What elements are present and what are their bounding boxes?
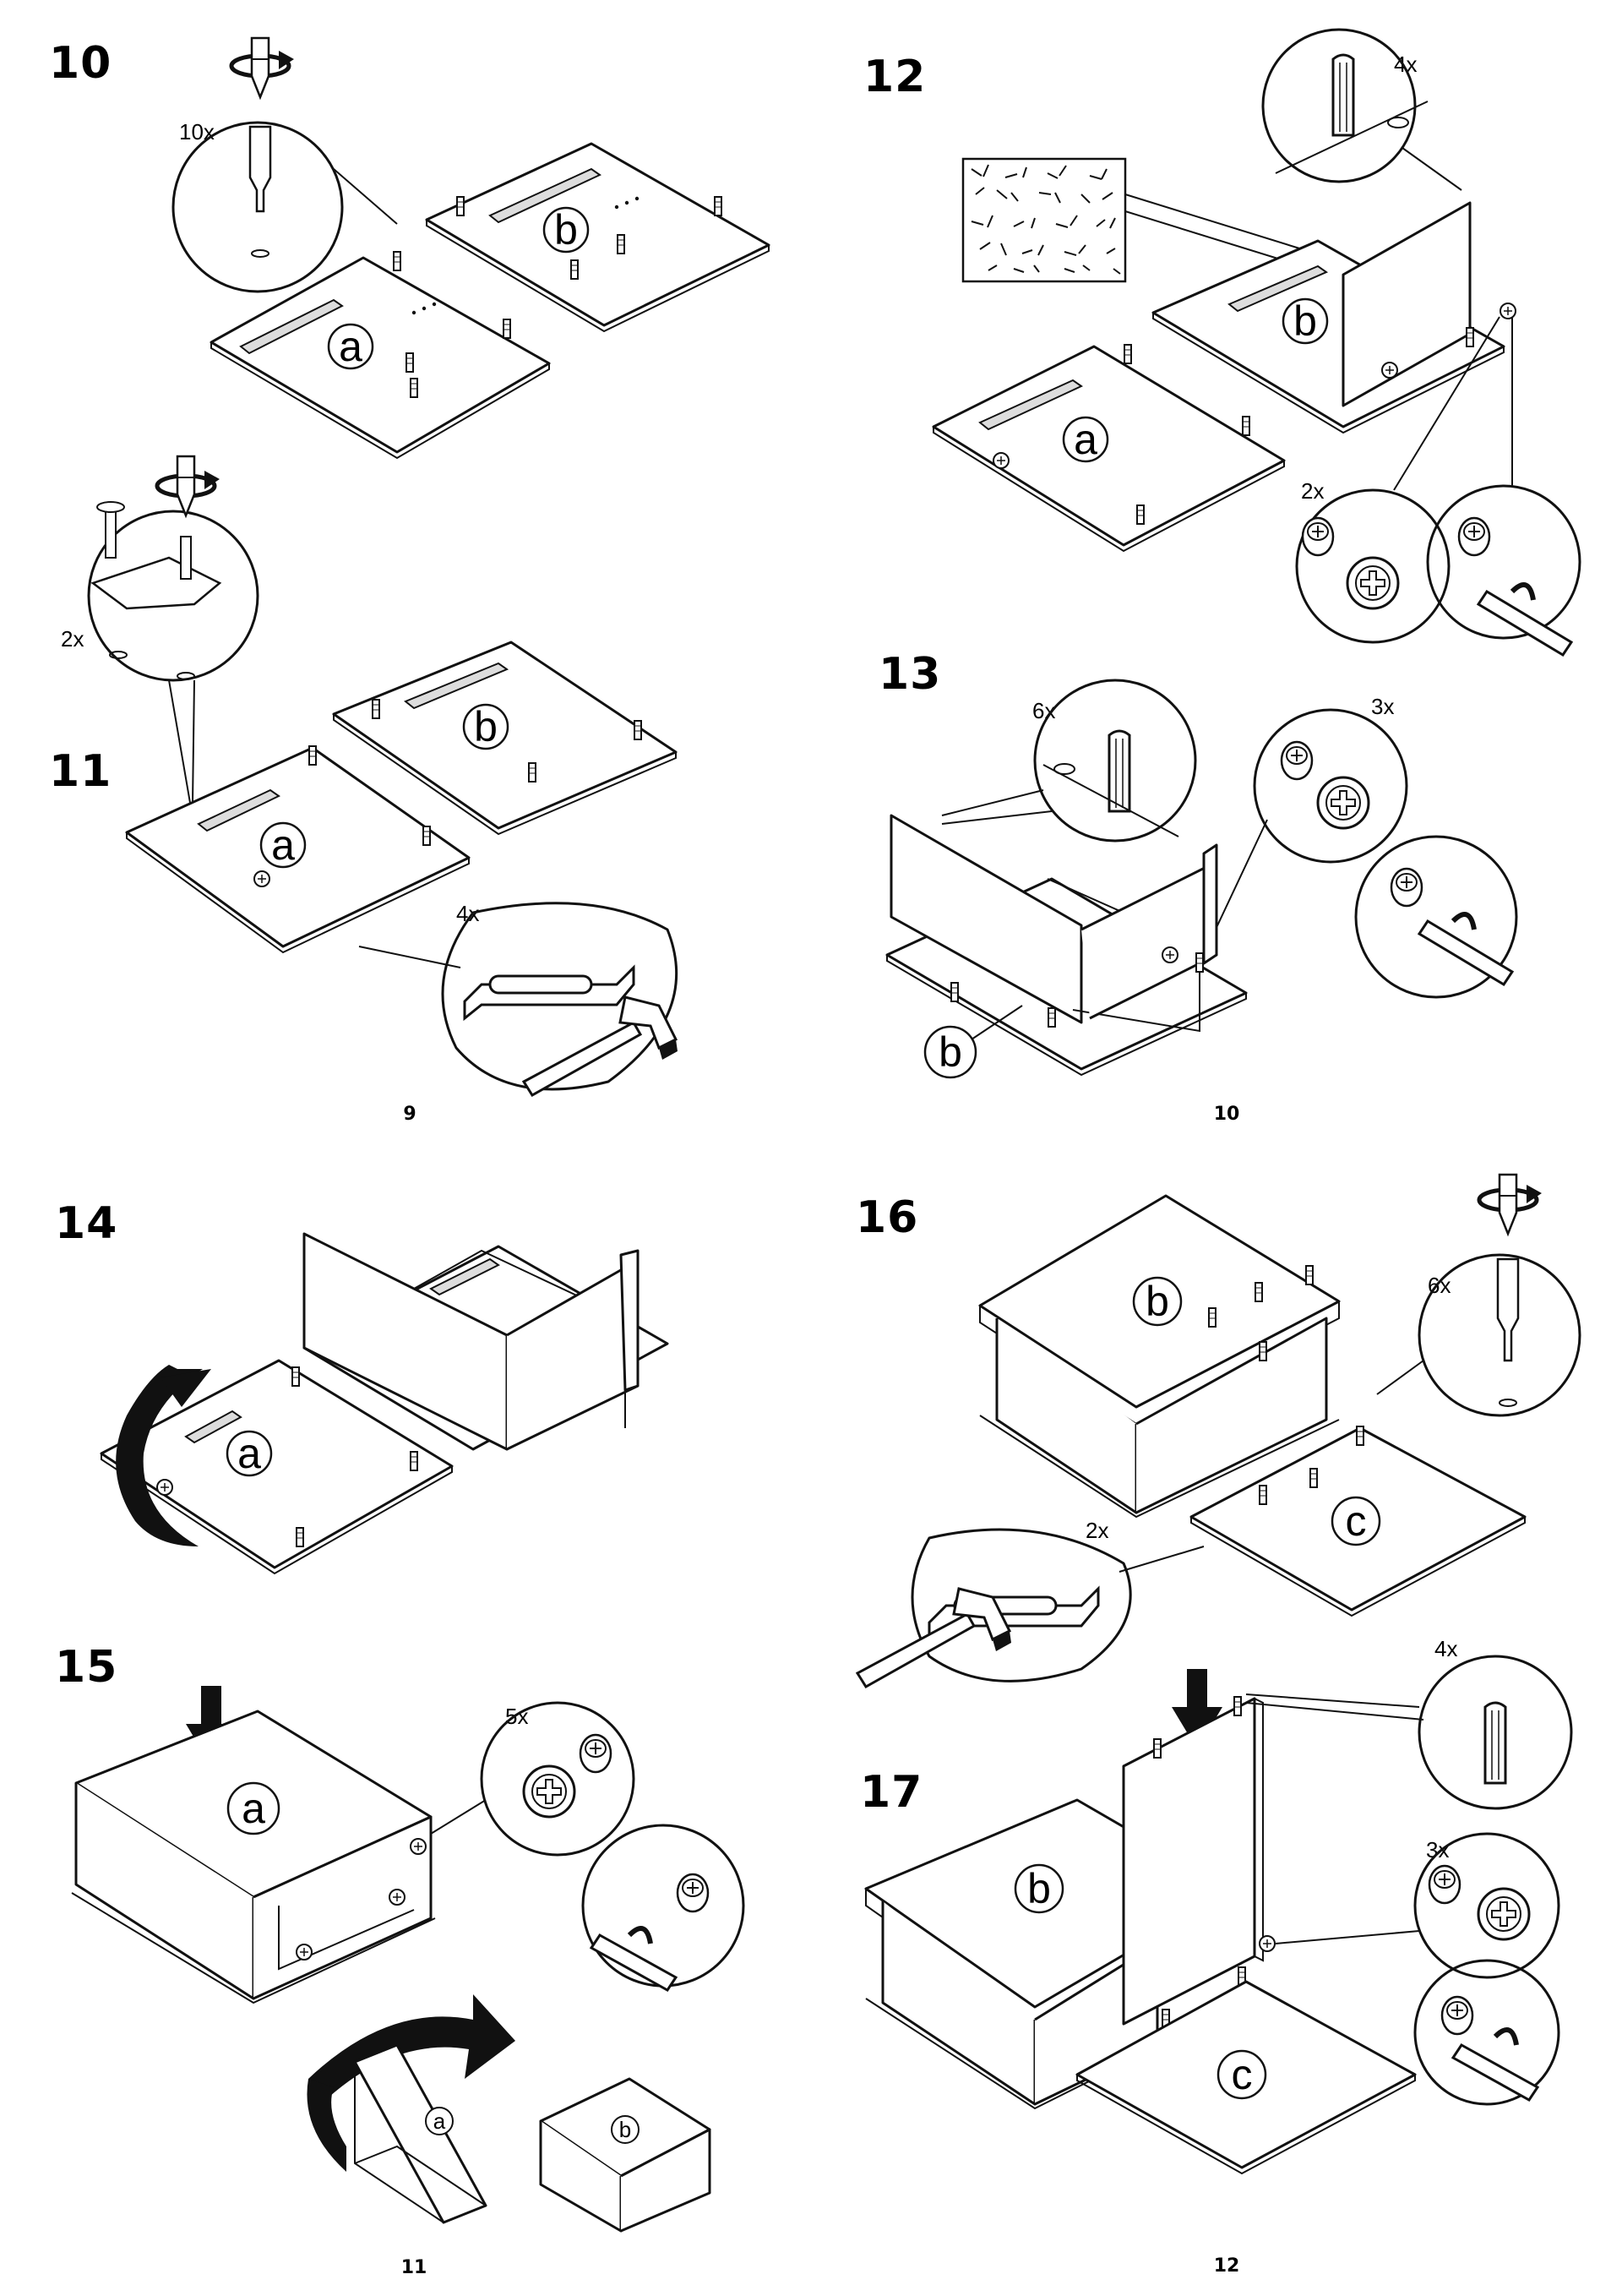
step-10-label-a: a: [339, 323, 362, 370]
step-15-label-b-small: b: [619, 2117, 631, 2142]
step-17-dowel-bubble: [1245, 1655, 1573, 1810]
page-number-9: 9: [403, 1104, 416, 1125]
step-12-label-a: a: [1074, 416, 1097, 463]
step-16-panel-c: c: [1189, 1426, 1527, 1617]
step-13-quantity-cams: 3x: [1371, 694, 1394, 719]
step-12-panel-a: a: [932, 344, 1286, 553]
step-13-label-b: b: [939, 1028, 962, 1076]
page-number-12: 12: [1214, 2255, 1240, 2277]
step-14-number: 14: [55, 1198, 117, 1249]
step-10-panel-a: a: [210, 251, 551, 460]
step-17-panel-c: c: [1075, 1980, 1417, 2175]
step-12-quantity-cams: 2x: [1301, 478, 1324, 504]
step-14-panel-a: a: [100, 1359, 454, 1575]
step-15-label-a: a: [242, 1785, 265, 1832]
step-10-detail-bubble: [171, 36, 398, 293]
step-12-cam-bubbles: [1295, 316, 1581, 657]
step-16-label-b: b: [1146, 1278, 1169, 1325]
step-14-assembly: [302, 1232, 669, 1451]
page-number-10: 10: [1214, 1104, 1240, 1125]
step-17-label-b: b: [1027, 1865, 1051, 1912]
step-11-panel-b: b: [332, 641, 678, 836]
step-16-pad-bubble: [856, 1528, 1205, 1688]
step-17-cam-bubbles: [1275, 1832, 1560, 2106]
step-10-quantity: 10x: [179, 119, 215, 145]
step-10-panel-b: b: [425, 142, 770, 333]
step-16-label-c: c: [1346, 1497, 1367, 1545]
step-15-quantity: 5x: [505, 1704, 528, 1729]
step-15-number: 15: [55, 1642, 117, 1693]
step-13-number: 13: [879, 649, 941, 700]
step-17-side-panel: [1122, 1696, 1276, 2029]
step-11-label-a: a: [271, 821, 295, 869]
step-15-flip-illustration: a b: [307, 1994, 711, 2233]
step-12-dowel-bubble: [1261, 28, 1462, 191]
step-17-number: 17: [860, 1767, 923, 1818]
step-12-label-b: b: [1293, 297, 1317, 345]
step-14-rotate-arrow: [116, 1365, 211, 1546]
step-13-dowel-bubble: [941, 679, 1197, 843]
step-11-quantity-clips: 2x: [61, 626, 84, 652]
page-number-11: 11: [401, 2257, 427, 2278]
step-13-cam-bubbles: [1199, 708, 1518, 999]
step-12-number: 12: [863, 52, 926, 102]
step-11-quantity-pads: 4x: [456, 901, 479, 926]
step-15-label-a-small: a: [433, 2108, 446, 2134]
step-11-number: 11: [49, 746, 112, 797]
step-15-cam-bubbles: [430, 1701, 745, 1992]
step-16-dowel-bubble: [1376, 1173, 1581, 1417]
step-16-number: 16: [856, 1192, 918, 1243]
step-11-clip-bubble: [87, 455, 259, 804]
step-10-label-b: b: [554, 206, 578, 254]
step-10-number: 10: [49, 38, 112, 89]
step-13-assembly: [885, 814, 1248, 1077]
step-15-assembly: a: [71, 1710, 436, 2004]
step-16-quantity-pads: 2x: [1086, 1518, 1108, 1543]
step-17-label-c: c: [1232, 2051, 1253, 2098]
step-11-label-b: b: [474, 703, 498, 750]
step-17-quantity-cams: 3x: [1426, 1837, 1449, 1862]
step-14-label-a: a: [237, 1430, 261, 1477]
step-11-panel-a: a: [125, 745, 471, 954]
step-12-panel-b: b: [1151, 201, 1516, 434]
step-17-quantity-dowels: 4x: [1434, 1636, 1457, 1661]
step-16-assembly-b: b: [978, 1194, 1341, 1519]
step-11-pad-bubble: [358, 902, 679, 1097]
step-13-label-b-callout: b: [923, 1005, 1023, 1079]
